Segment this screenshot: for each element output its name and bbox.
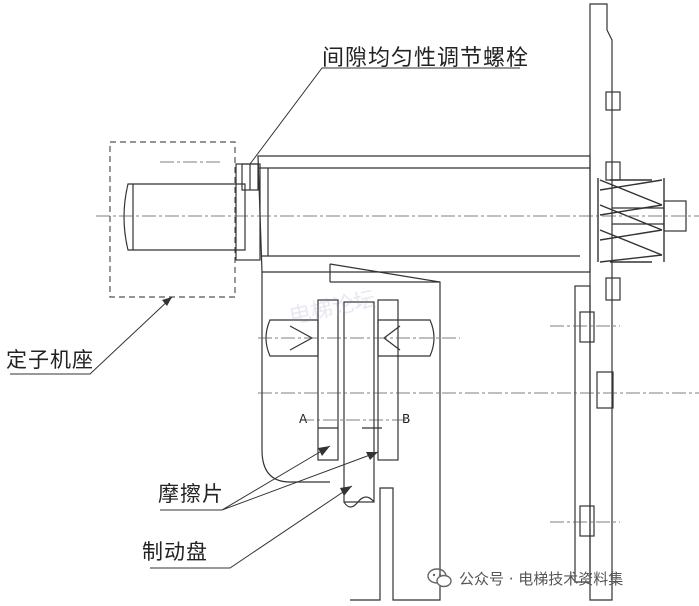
brake-disc [343, 301, 375, 503]
right-flange [574, 285, 591, 583]
plate-bolt [605, 277, 621, 301]
shaft-pin [123, 183, 246, 251]
label-brake-disc: 制动盘 [142, 540, 208, 564]
brake-arm [257, 155, 591, 273]
leader-disc [150, 485, 353, 569]
label-friction-pad: 摩擦片 [158, 482, 224, 506]
leader-bolt [249, 67, 520, 165]
friction-pad-left [317, 299, 339, 461]
wechat-icon [427, 568, 452, 588]
caliper-block [329, 263, 441, 601]
friction-pad-right [377, 299, 399, 461]
leader-stator [10, 296, 173, 375]
label-point-b: B [402, 412, 411, 426]
wechat-watermark: 公众号 · 电梯技术资料集 [427, 566, 623, 590]
label-adjust-bolt: 间隙均匀性调节螺栓 [322, 46, 530, 71]
label-point-a: A [299, 412, 308, 426]
stator-seat-outline [109, 141, 236, 298]
spring [597, 178, 665, 263]
mounting-plate [589, 3, 613, 601]
leader-friction [160, 445, 379, 511]
label-stator-seat: 定子机座 [6, 348, 94, 372]
spring-bolt [663, 200, 687, 232]
plate-bolt [605, 91, 621, 111]
plate-bolt [605, 161, 621, 181]
watermark-text: 公众号 · 电梯技术资料集 [459, 569, 624, 588]
